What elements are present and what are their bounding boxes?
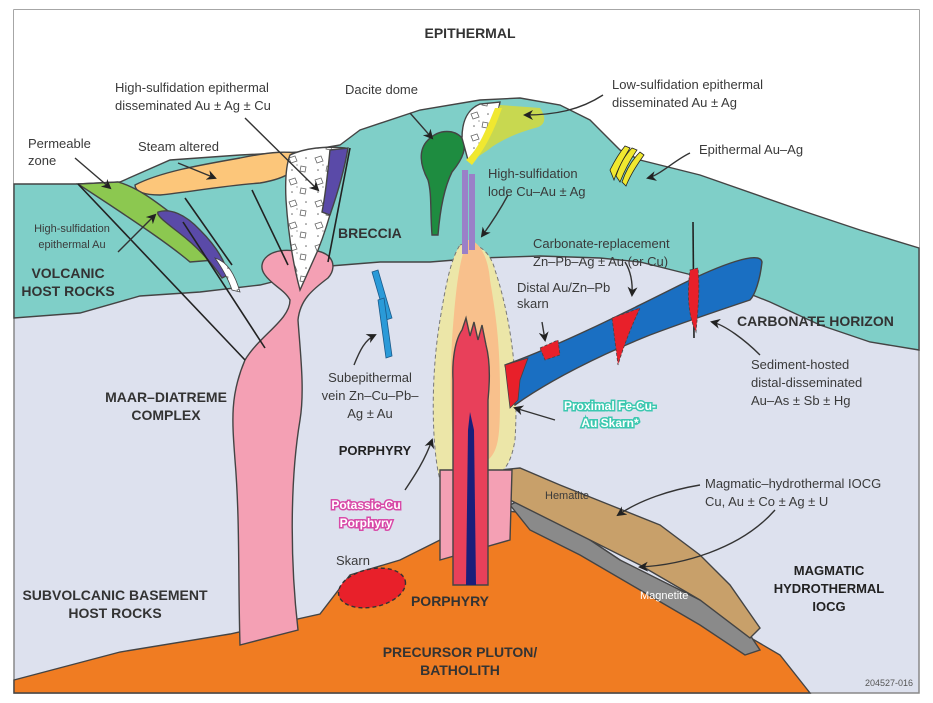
maar-diatreme-pipe bbox=[232, 249, 334, 646]
hs-lode-label-1: High-sulfidation bbox=[488, 166, 578, 181]
potassic-cu-label-2: Porphyry bbox=[340, 516, 393, 530]
epithermal-au-ag-veins bbox=[609, 145, 645, 187]
magmatic-hydrothermal-label-2: HYDROTHERMAL bbox=[774, 581, 885, 596]
porphyry-upper-label: PORPHYRY bbox=[339, 443, 412, 458]
volcanic-host-rocks-label-1: VOLCANIC bbox=[31, 265, 104, 281]
ls-yellow-rim bbox=[466, 108, 502, 165]
subvolcanic-basement-label-2: HOST ROCKS bbox=[68, 605, 161, 621]
carbonate-replacement-label-2: Zn–Pb–Ag ± Au (or Cu) bbox=[533, 254, 668, 269]
permeable-zone-label-1: Permeable bbox=[28, 136, 91, 151]
skarn-body bbox=[337, 567, 407, 609]
hs-epithermal-au-label-2: epithermal Au bbox=[38, 239, 105, 251]
hs-disseminated-label-1: High-sulfidation epithermal bbox=[115, 80, 269, 95]
sediment-hosted-label-3: Au–As ± Sb ± Hg bbox=[751, 393, 851, 408]
distal-skarn-label-2: skarn bbox=[517, 296, 549, 311]
iocg-label-2: Cu, Au ± Co ± Ag ± U bbox=[705, 494, 828, 509]
magnetite-label: Magnetite bbox=[640, 590, 688, 602]
distal-skarn-label-1: Distal Au/Zn–Pb bbox=[517, 280, 610, 295]
sediment-hosted-label-2: distal-disseminated bbox=[751, 375, 862, 390]
distal-skarn-patch bbox=[539, 339, 561, 361]
hs-lode-bar-1 bbox=[462, 170, 468, 254]
proximal-skarn-label-2: Au Skarn* bbox=[581, 416, 639, 430]
figure-code: 204527-016 bbox=[865, 678, 913, 688]
magmatic-hydrothermal-label-3: IOCG bbox=[812, 599, 845, 614]
hematite-label: Hematite bbox=[545, 490, 589, 502]
subepithermal-veins bbox=[371, 269, 393, 359]
maar-diatreme-label-1: MAAR–DIATREME bbox=[105, 389, 227, 405]
dacite-dome-label: Dacite dome bbox=[345, 82, 418, 97]
diagram-title: EPITHERMAL bbox=[425, 25, 516, 41]
hs-epithermal-au-lens bbox=[157, 210, 229, 279]
sediment-hosted-body bbox=[688, 267, 700, 334]
porphyry-core-dyke bbox=[466, 412, 476, 585]
permeable-zone-label-2: zone bbox=[28, 153, 56, 168]
carbonate-replacement-body bbox=[611, 307, 641, 366]
precursor-pluton-label-1: PRECURSOR PLUTON/ bbox=[383, 644, 538, 660]
hs-disseminated-lens bbox=[321, 147, 349, 216]
leader-arrows bbox=[74, 94, 776, 572]
maar-diatreme-label-2: COMPLEX bbox=[131, 407, 201, 423]
potassic-cu-label-1: Potassic-Cu bbox=[331, 498, 400, 512]
epithermal-au-ag-label: Epithermal Au–Ag bbox=[699, 142, 803, 157]
carbonate-replacement-label-1: Carbonate-replacement bbox=[533, 236, 670, 251]
iocg-label-1: Magmatic–hydrothermal IOCG bbox=[705, 476, 881, 491]
magmatic-hydrothermal-label-1: MAGMATIC bbox=[794, 563, 865, 578]
subepithermal-vein-label-3: Ag ± Au bbox=[347, 406, 392, 421]
hs-epithermal-au-label-1: High-sulfidation bbox=[34, 223, 110, 235]
volcanic-host-rocks-label-2: HOST ROCKS bbox=[21, 283, 114, 299]
hs-disseminated-label-2: disseminated Au ± Ag ± Cu bbox=[115, 98, 271, 113]
dacite-dome bbox=[420, 130, 466, 236]
carbonate-horizon-label: CARBONATE HORIZON bbox=[737, 313, 894, 329]
subepithermal-vein-label-1: Subepithermal bbox=[328, 370, 412, 385]
hs-epithermal-au-breccia bbox=[214, 257, 241, 293]
steam-altered-label: Steam altered bbox=[138, 139, 219, 154]
breccia-label: BRECCIA bbox=[338, 225, 402, 241]
sky-area bbox=[14, 10, 919, 248]
sediment-hosted-label-1: Sediment-hosted bbox=[751, 357, 849, 372]
precursor-pluton-label-2: BATHOLITH bbox=[420, 662, 500, 678]
skarn-label: Skarn bbox=[336, 553, 370, 568]
proximal-skarn-body bbox=[504, 357, 529, 409]
subvolcanic-basement-label-1: SUBVOLCANIC BASEMENT bbox=[22, 587, 208, 603]
hematite-zone bbox=[499, 467, 761, 639]
hs-lode-bar-2 bbox=[469, 174, 475, 250]
subepithermal-vein-label-2: vein Zn–Cu–Pb– bbox=[322, 388, 420, 403]
hs-lode-label-2: lode Cu–Au ± Ag bbox=[488, 184, 585, 199]
ls-disseminated-label-1: Low-sulfidation epithermal bbox=[612, 77, 763, 92]
porphyry-lower-label: PORPHYRY bbox=[411, 593, 490, 609]
ls-disseminated-label-2: disseminated Au ± Ag bbox=[612, 95, 737, 110]
proximal-skarn-label-1: Proximal Fe-Cu- bbox=[564, 399, 656, 413]
